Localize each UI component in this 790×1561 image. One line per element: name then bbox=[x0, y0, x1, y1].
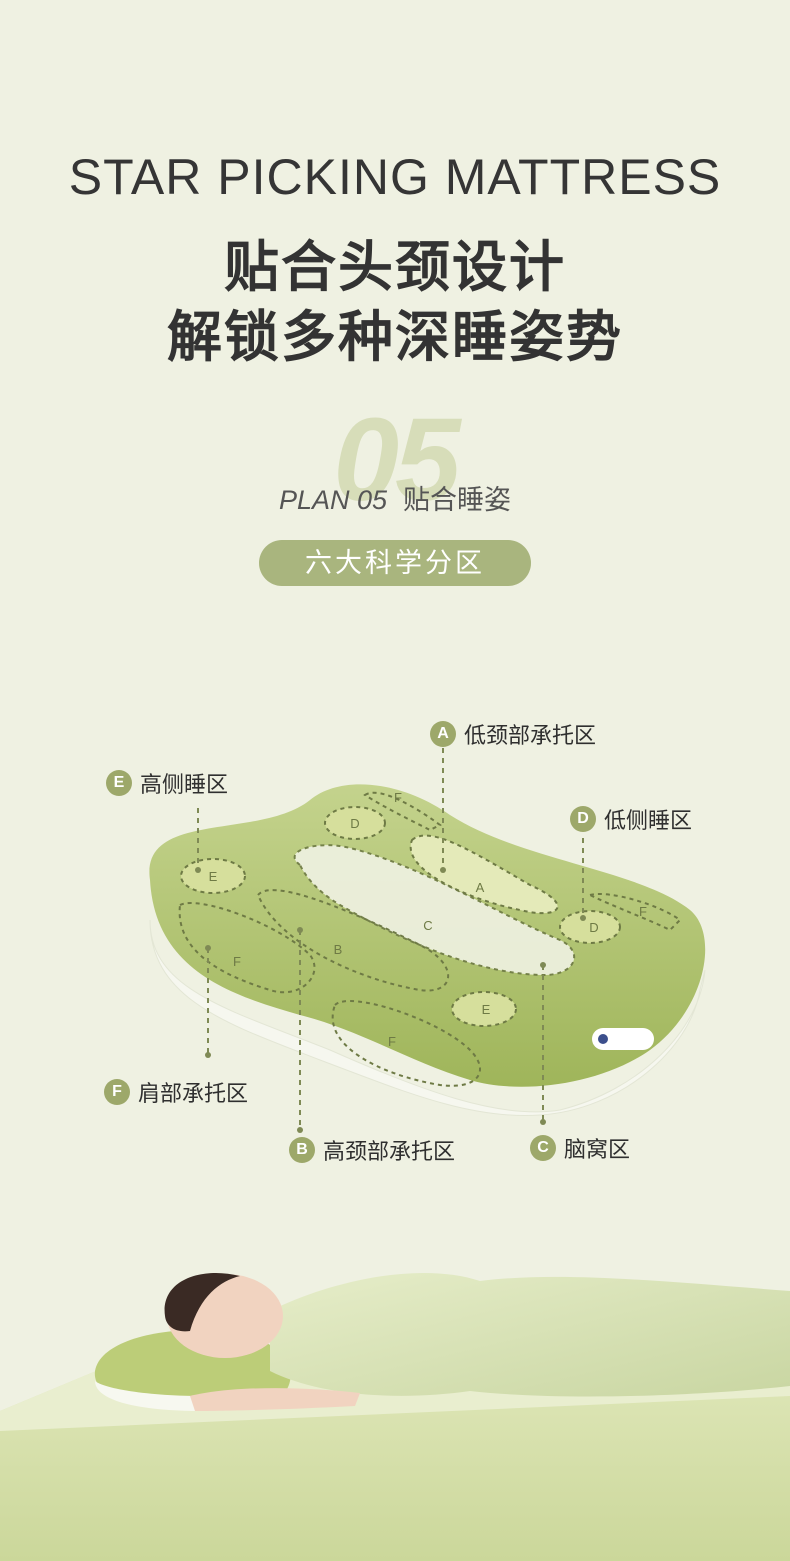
title-chinese-line1: 贴合头颈设计 bbox=[223, 236, 566, 298]
mark-f3: F bbox=[394, 790, 402, 805]
mark-f4: F bbox=[639, 904, 647, 919]
zone-name-d: 低侧睡区 bbox=[604, 808, 693, 833]
zone-badge-b: B bbox=[289, 1137, 315, 1163]
plan-name: 贴合睡姿 bbox=[403, 485, 512, 515]
title-chinese-line2: 解锁多种深睡姿势 bbox=[166, 306, 623, 368]
mark-c: C bbox=[423, 918, 432, 933]
zone-badge-e: E bbox=[106, 770, 132, 796]
mark-e2: E bbox=[482, 1002, 491, 1017]
zone-badge-d: D bbox=[570, 806, 596, 832]
zone-name-a: 低颈部承托区 bbox=[464, 723, 597, 748]
zone-name-b: 高颈部承托区 bbox=[323, 1139, 456, 1164]
plan-big-number: 05 bbox=[333, 394, 460, 526]
mark-e1: E bbox=[209, 869, 218, 884]
sleeping-woman-image bbox=[0, 1272, 790, 1561]
zone-label-a: A 低颈部承托区 bbox=[430, 718, 596, 750]
pillow-diagram: D E A C B F D E F F F bbox=[149, 748, 706, 1133]
zone-label-c: C 脑窝区 bbox=[530, 1132, 630, 1164]
zone-label-d: D 低侧睡区 bbox=[570, 803, 692, 835]
zone-label-f: F 肩部承托区 bbox=[104, 1076, 248, 1108]
zone-name-c: 脑窝区 bbox=[564, 1137, 631, 1162]
zone-name-f: 肩部承托区 bbox=[138, 1081, 249, 1106]
mark-a: A bbox=[476, 880, 485, 895]
zone-label-b: B 高颈部承托区 bbox=[289, 1134, 455, 1166]
zone-badge-f: F bbox=[104, 1079, 130, 1105]
zone-badge-a: A bbox=[430, 721, 456, 747]
mark-f2: F bbox=[388, 1034, 396, 1049]
plan-label: PLAN 05 bbox=[278, 485, 388, 515]
mark-d1: D bbox=[350, 816, 359, 831]
zone-badge-c: C bbox=[530, 1135, 556, 1161]
zone-name-e: 高侧睡区 bbox=[140, 772, 229, 797]
title-english: STAR PICKING MATTRESS bbox=[68, 149, 722, 205]
mark-d2: D bbox=[589, 920, 598, 935]
mark-f1: F bbox=[233, 954, 241, 969]
plan-line: PLAN 05 贴合睡姿 bbox=[0, 478, 790, 517]
zones-pill: 六大科学分区 bbox=[259, 540, 531, 586]
zone-label-e: E 高侧睡区 bbox=[106, 767, 228, 799]
mark-b: B bbox=[334, 942, 343, 957]
